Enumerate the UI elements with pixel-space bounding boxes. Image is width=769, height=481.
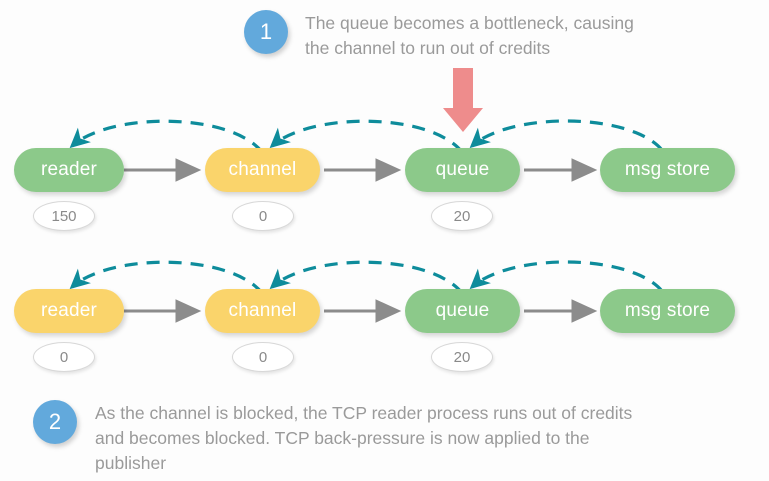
row-2-credit-arcs bbox=[69, 260, 664, 295]
row-2-node-msg-store[interactable]: msg store bbox=[600, 289, 735, 333]
row-1-credits-queue: 20 bbox=[431, 201, 493, 231]
step-badge-1-number: 1 bbox=[259, 19, 273, 44]
row-2-node-msg-store-label: msg store bbox=[624, 300, 711, 321]
row-2-node-queue-label: queue bbox=[435, 300, 490, 321]
row-1-node-msg-store[interactable]: msg store bbox=[600, 148, 735, 192]
row-1-node-msg-store-label: msg store bbox=[624, 159, 711, 180]
step-badge-1: 1 bbox=[244, 10, 288, 54]
row-1-node-queue-label: queue bbox=[435, 159, 490, 180]
row-2-node-reader-label: reader bbox=[40, 300, 98, 321]
row-1-node-channel[interactable]: channel bbox=[205, 148, 320, 192]
row-2-credits-queue: 20 bbox=[431, 342, 493, 372]
row-2-credits-reader-value: 0 bbox=[59, 348, 69, 366]
row-1-node-reader[interactable]: reader bbox=[14, 148, 124, 192]
row-2-node-queue[interactable]: queue bbox=[405, 289, 520, 333]
row-1-credits-queue-value: 20 bbox=[453, 207, 471, 225]
row-2-credits-channel-value: 0 bbox=[258, 348, 268, 366]
row-1-credits-reader-value: 150 bbox=[51, 207, 77, 225]
step-badge-2-number: 2 bbox=[48, 409, 62, 434]
row-2-credits-reader: 0 bbox=[33, 342, 95, 372]
row-1-node-reader-label: reader bbox=[40, 159, 98, 180]
row-1-credits-channel: 0 bbox=[232, 201, 294, 231]
row-2-credits-queue-value: 20 bbox=[453, 348, 471, 366]
row-1-credits-reader: 150 bbox=[33, 201, 95, 231]
row-1-credits-channel-value: 0 bbox=[258, 207, 268, 225]
row-2-credits-channel: 0 bbox=[232, 342, 294, 372]
row-2-node-reader[interactable]: reader bbox=[14, 289, 124, 333]
bottleneck-down-arrow-icon bbox=[443, 68, 483, 132]
row-1-credit-arcs bbox=[69, 119, 664, 154]
row-1-node-queue[interactable]: queue bbox=[405, 148, 520, 192]
step-badge-2: 2 bbox=[33, 400, 77, 444]
row-1-node-channel-label: channel bbox=[228, 159, 297, 180]
step-caption-2: As the channel is blocked, the TCP reade… bbox=[95, 403, 633, 473]
row-2-node-channel-label: channel bbox=[228, 300, 297, 321]
row-2-node-channel[interactable]: channel bbox=[205, 289, 320, 333]
step-caption-1: The queue becomes a bottleneck, causing … bbox=[305, 13, 634, 58]
